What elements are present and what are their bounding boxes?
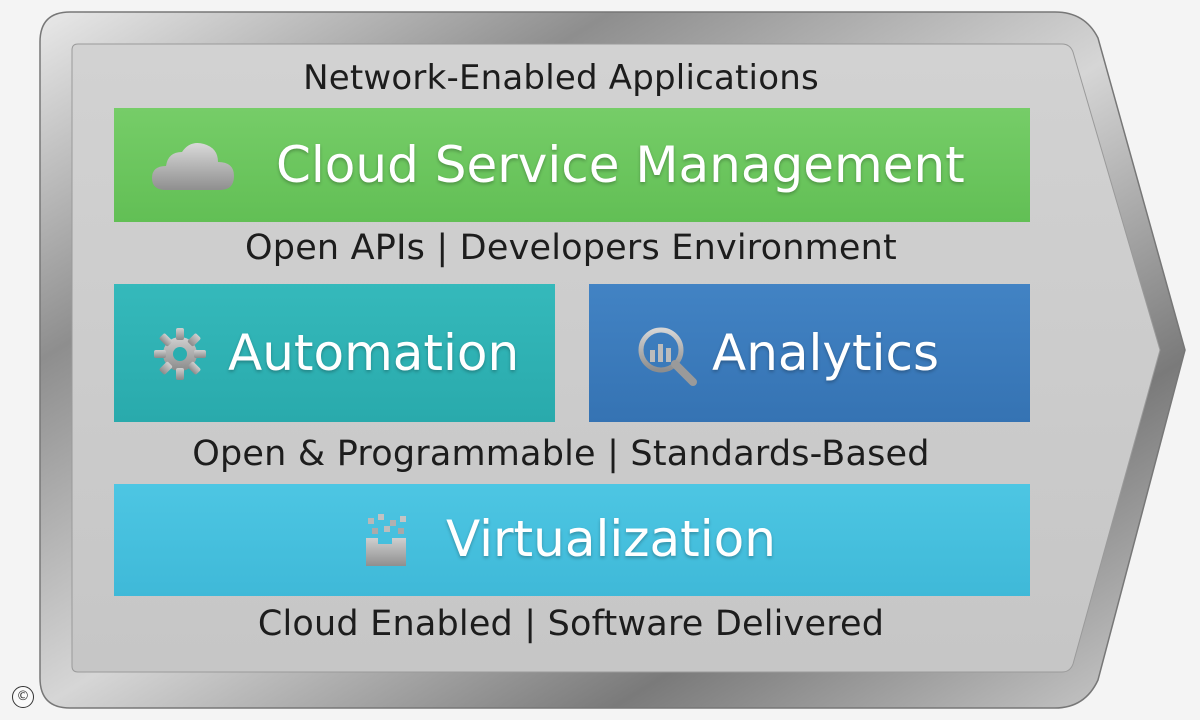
- automation-block: Automation: [114, 284, 555, 422]
- automation-title: Automation: [228, 324, 520, 382]
- open-programmable-label: Open & Programmable | Standards-Based: [192, 434, 930, 474]
- gear-icon: [154, 328, 206, 380]
- virtualization-block: Virtualization: [114, 484, 1030, 596]
- cloud-enabled-label: Cloud Enabled | Software Delivered: [257, 604, 885, 644]
- analytics-block: Analytics: [589, 284, 1030, 422]
- analytics-title: Analytics: [712, 324, 940, 382]
- cloud-icon: [152, 143, 234, 190]
- virtualization-title: Virtualization: [446, 510, 776, 568]
- copyright-mark: ©: [12, 686, 34, 708]
- dissolving-box-icon: [366, 514, 406, 566]
- open-apis-label: Open APIs | Developers Environment: [245, 228, 897, 268]
- network-enabled-applications-label: Network-Enabled Applications: [303, 58, 819, 98]
- cloud-service-management-block: Cloud Service Management: [114, 108, 1030, 222]
- cloud-service-management-title: Cloud Service Management: [276, 136, 965, 194]
- magnifier-chart-icon: [638, 327, 697, 386]
